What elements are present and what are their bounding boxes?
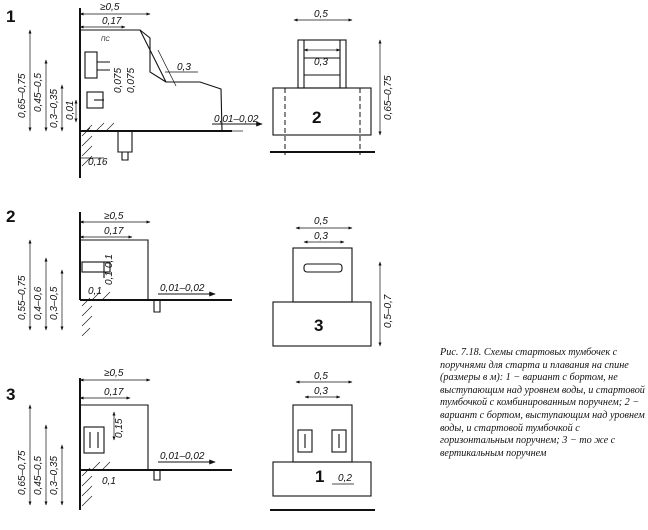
v1-tiny-mark: ПС	[101, 37, 110, 43]
v1-height-4: 0,01	[65, 101, 76, 120]
v3-top-inner: 0,17	[104, 387, 124, 398]
v1-front-inner: 0,3	[314, 57, 328, 68]
variant-1-number: 1	[6, 7, 15, 26]
v3-front-bottom: 0,2	[338, 473, 352, 484]
v3-front-inner: 0,3	[314, 386, 328, 397]
v1-top-inner: 0,17	[102, 16, 122, 27]
v2-small-3: 0,1	[88, 286, 102, 297]
v2-height-total: 0,55–0,75	[17, 275, 28, 320]
variant-1-front-view: 0,5 0,3 2 0,65–0,75	[270, 9, 394, 155]
v3-small-1: 0,15	[114, 418, 125, 438]
v2-top-width: ≥0,5	[104, 211, 124, 222]
v1-height-total: 0,65–0,75	[17, 73, 28, 118]
v2-small-2: 0,1	[104, 271, 115, 285]
v1-small-1: 0,075	[113, 68, 124, 93]
v3-small-2: 0,1	[102, 476, 116, 487]
v2-front-height: 0,5–0,7	[383, 294, 394, 328]
v2-front-inner: 0,3	[314, 231, 328, 242]
v2-top-inner: 0,17	[104, 226, 124, 237]
v2-height-2: 0,4–0,6	[33, 286, 44, 320]
v2-small-1: 0,1	[104, 254, 115, 268]
v1-height-3: 0,3–0,35	[49, 89, 60, 128]
variant-2-front-view: 0,5 0,3 3 0,5–0,7	[272, 216, 394, 347]
v2-water-dim: 0,01–0,02	[160, 283, 205, 294]
v3-height-2: 0,45–0,5	[33, 456, 44, 495]
variant-3-number: 3	[6, 385, 15, 404]
v1-water-dim: 0,01–0,02	[214, 114, 259, 125]
v2-height-3: 0,3–0,5	[49, 286, 60, 320]
v2-block-number: 3	[314, 316, 323, 335]
variant-1-side-view: 1 0,01–0,02 ≥0,5 0,17 ПС 0,3 0,65–0,75	[6, 2, 263, 178]
variant-3-front-view: 0,5 0,3 1 0,2	[270, 371, 375, 511]
v1-top-width: ≥0,5	[100, 2, 120, 13]
v1-front-width: 0,5	[314, 9, 328, 20]
v3-water-dim: 0,01–0,02	[160, 451, 205, 462]
variant-2-number: 2	[6, 207, 15, 226]
v3-top-width: ≥0,5	[104, 368, 124, 379]
v3-block-number: 1	[315, 467, 324, 486]
v2-front-width: 0,5	[314, 216, 328, 227]
v1-front-height: 0,65–0,75	[383, 75, 394, 120]
v3-height-total: 0,65–0,75	[17, 450, 28, 495]
variant-3-side-view: 3 0,01–0,02 ≥0,5 0,17 0,65–0,75 0,45–0,5…	[6, 368, 232, 510]
v3-front-width: 0,5	[314, 371, 328, 382]
v3-height-3: 0,3–0,35	[49, 456, 60, 495]
v1-base-dim: 0,16	[88, 157, 108, 168]
v1-small-2: 0,075	[126, 68, 137, 93]
v1-height-2: 0,45–0,5	[33, 73, 44, 112]
v1-rail-dim: 0,3	[177, 62, 191, 73]
v1-block-number: 2	[312, 108, 321, 127]
variant-2-side-view: 2 0,01–0,02 ≥0,5 0,17 0,55–0,75 0,4–0,6 …	[6, 207, 232, 337]
figure-caption: Рис. 7.18. Схемы стартовых тумбочек с по…	[440, 347, 645, 459]
